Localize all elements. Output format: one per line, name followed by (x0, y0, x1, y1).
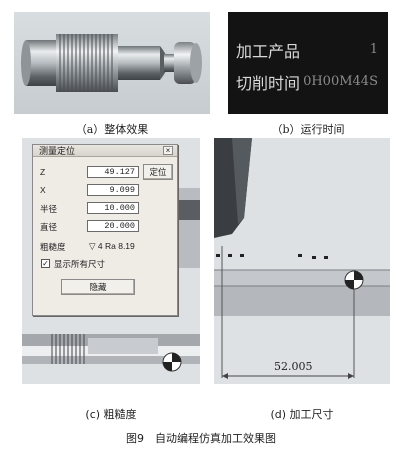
panel-overall-effect (14, 12, 210, 114)
field-row-diameter: 直径 20.000 (33, 219, 177, 233)
cutting-time-value: 0H00M44S (303, 74, 378, 89)
z-input[interactable]: 49.127 (87, 166, 139, 178)
measure-locate-dialog: 测量定位 × Z 49.127 定位 X 9.099 半径 10.000 直径 … (32, 144, 178, 316)
caption-a: （a）整体效果 (75, 123, 149, 136)
roughness-label: 粗糙度 (40, 242, 66, 252)
field-row-x: X 9.099 (33, 183, 177, 197)
diameter-input[interactable]: 20.000 (87, 220, 139, 232)
dialog-close-button[interactable]: × (163, 146, 173, 155)
show-all-label: 显示所有尺寸 (54, 259, 106, 269)
caption-c: (c) 粗糙度 (85, 408, 137, 421)
product-value: 1 (369, 42, 378, 57)
product-label: 加工产品 (236, 42, 301, 61)
cutting-time-label: 切削时间 (236, 74, 301, 93)
z-label: Z (40, 167, 46, 177)
hide-button[interactable]: 隐藏 (61, 279, 135, 295)
workpiece-3d-render (21, 34, 202, 92)
roughness-value: ▽ 4 Ra 8.19 (89, 241, 135, 251)
caption-d: (d) 加工尺寸 (270, 408, 334, 421)
field-row-radius: 半径 10.000 (33, 201, 177, 215)
dimension-value: 52.005 (274, 360, 313, 373)
figure-title: 图9 自动编程仿真加工效果图 (126, 432, 276, 445)
diameter-label: 直径 (40, 222, 58, 232)
x-input[interactable]: 9.099 (87, 184, 139, 196)
radius-input[interactable]: 10.000 (87, 202, 139, 214)
caption-b: （b）运行时间 (271, 123, 345, 136)
locate-button[interactable]: 定位 (143, 164, 173, 180)
show-all-checkbox[interactable]: ✓ (41, 259, 50, 268)
dimension-view (214, 138, 390, 384)
panel-run-time: 加工产品 1 切削时间 0H00M44S (228, 12, 388, 114)
dialog-title: 测量定位 (33, 145, 177, 157)
panel-roughness: 测量定位 × Z 49.127 定位 X 9.099 半径 10.000 直径 … (22, 138, 200, 384)
field-row-z: Z 49.127 (33, 165, 177, 179)
roughness-row: 粗糙度 ▽ 4 Ra 8.19 (33, 239, 177, 253)
radius-label: 半径 (40, 204, 58, 214)
panel-machining-dimension: 52.005 (214, 138, 390, 384)
x-label: X (40, 185, 46, 195)
